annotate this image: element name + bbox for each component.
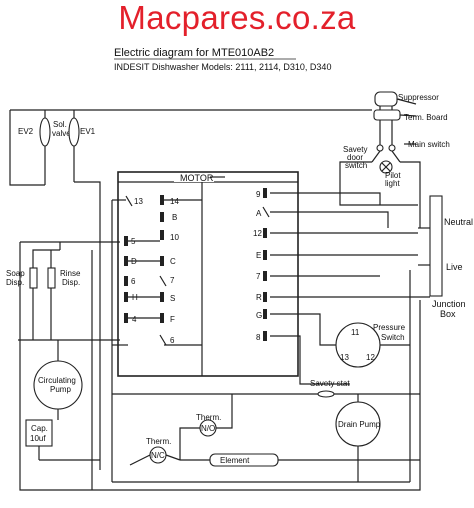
contact-9: 9 bbox=[256, 190, 261, 199]
junction-box: Neutral Live Junction Box bbox=[418, 195, 473, 319]
thermostat-nc: Therm. N/C bbox=[129, 437, 181, 466]
internal-wiring bbox=[112, 199, 202, 346]
safety-stat-label: Savety stat bbox=[310, 379, 350, 388]
sol-valve-label-2: valve bbox=[52, 129, 71, 138]
contact-10: 10 bbox=[170, 233, 179, 242]
pressure-switch-label-2: Switch bbox=[381, 333, 405, 342]
contact-g: G bbox=[256, 311, 262, 320]
circulating-pump: Circulating Pump bbox=[33, 340, 83, 420]
pressure-terminal-13: 13 bbox=[340, 353, 349, 362]
contact-7r: 7 bbox=[256, 272, 261, 281]
soap-disp-label-2: Disp. bbox=[6, 278, 24, 287]
timer-contacts-left: 13 14 B 10 5 D C 6 7 S H F 4 6 bbox=[124, 195, 179, 346]
capacitor-label-1: Cap. bbox=[31, 424, 48, 433]
contact-6: 6 bbox=[131, 277, 136, 286]
junction-box-label-1: Junction bbox=[432, 299, 466, 309]
thermostat-no: Therm. N/O bbox=[179, 394, 233, 460]
neutral-label: Neutral bbox=[444, 217, 473, 227]
contact-a: A bbox=[256, 209, 262, 218]
main-switch-label: Main switch bbox=[408, 140, 450, 149]
contact-14: 14 bbox=[170, 197, 179, 206]
contact-8: 8 bbox=[256, 333, 261, 342]
dispensers: Soap Disp. Rinse Disp. bbox=[6, 249, 81, 340]
therm-nc-label-2: N/C bbox=[151, 451, 165, 460]
contact-f: F bbox=[170, 315, 175, 324]
contact-12: 12 bbox=[253, 229, 262, 238]
safety-stat: Savety stat bbox=[112, 379, 420, 398]
pilot-light-label-1: Pilot bbox=[385, 171, 401, 180]
contact-r: R bbox=[256, 293, 262, 302]
contact-6b: 6 bbox=[170, 336, 175, 345]
drain-pump-label: Drain Pump bbox=[338, 420, 381, 429]
circ-pump-label-2: Pump bbox=[50, 385, 71, 394]
timer-right-wiring bbox=[270, 192, 430, 385]
live-label: Live bbox=[446, 262, 463, 272]
contact-4: 4 bbox=[132, 315, 137, 324]
contact-b: B bbox=[172, 213, 177, 222]
frame-wiring bbox=[9, 109, 421, 491]
diagram-subtitle: INDESIT Dishwasher Models: 2111, 2114, D… bbox=[114, 62, 331, 72]
therm-no-label-1: Therm. bbox=[196, 413, 221, 422]
pilot-light-label-2: light bbox=[385, 179, 400, 188]
pressure-terminal-12: 12 bbox=[366, 353, 375, 362]
circ-pump-label-1: Circulating bbox=[38, 376, 76, 385]
capacitor-label-2: 10uf bbox=[30, 434, 46, 443]
contact-e: E bbox=[256, 251, 261, 260]
contact-s: S bbox=[170, 294, 175, 303]
main-switch: Main switch Savety door switch Pilot lig… bbox=[343, 120, 450, 188]
rinse-disp-label-1: Rinse bbox=[60, 269, 81, 278]
door-switch-label-3: switch bbox=[345, 161, 367, 170]
ev1-label: EV1 bbox=[80, 127, 96, 136]
motor-label: MOTOR bbox=[180, 173, 214, 183]
door-switch-label-1: Savety bbox=[343, 145, 367, 154]
pressure-switch-label-1: Pressure bbox=[373, 323, 406, 332]
term-board-label: Term. Board bbox=[404, 113, 448, 122]
timer-contacts-right: 9 A 12 E 7 R G 8 bbox=[253, 188, 270, 342]
suppressor-assembly: Suppressor Term. Board bbox=[373, 91, 448, 122]
drain-pump: Drain Pump bbox=[335, 394, 381, 482]
therm-no-label-2: N/O bbox=[201, 424, 215, 433]
therm-nc-label-1: Therm. bbox=[146, 437, 171, 446]
pressure-terminal-11: 11 bbox=[351, 328, 360, 337]
door-switch-label-2: door bbox=[347, 153, 363, 162]
element-label: Element bbox=[220, 456, 250, 465]
sol-valve-label-1: Sol. bbox=[53, 120, 67, 129]
contact-13: 13 bbox=[134, 197, 143, 206]
motor-unit: MOTOR bbox=[117, 171, 299, 377]
contact-7: 7 bbox=[170, 276, 175, 285]
site-banner: Macpares.co.za bbox=[118, 0, 356, 36]
suppressor-label: Suppressor bbox=[398, 93, 439, 102]
diagram-title: Electric diagram for MTE010AB2 bbox=[114, 47, 274, 59]
capacitor: Cap. 10uf bbox=[25, 419, 100, 461]
rinse-disp-label-2: Disp. bbox=[62, 278, 80, 287]
soap-disp-label-1: Soap bbox=[6, 269, 25, 278]
contact-c: C bbox=[170, 257, 176, 266]
solenoid-valve: EV2 EV1 Sol. valve bbox=[18, 110, 96, 185]
ev2-label: EV2 bbox=[18, 127, 34, 136]
pressure-switch: 11 13 12 Pressure Switch bbox=[335, 322, 410, 368]
junction-box-label-2: Box bbox=[440, 309, 456, 319]
heating-element: Element bbox=[180, 453, 420, 467]
